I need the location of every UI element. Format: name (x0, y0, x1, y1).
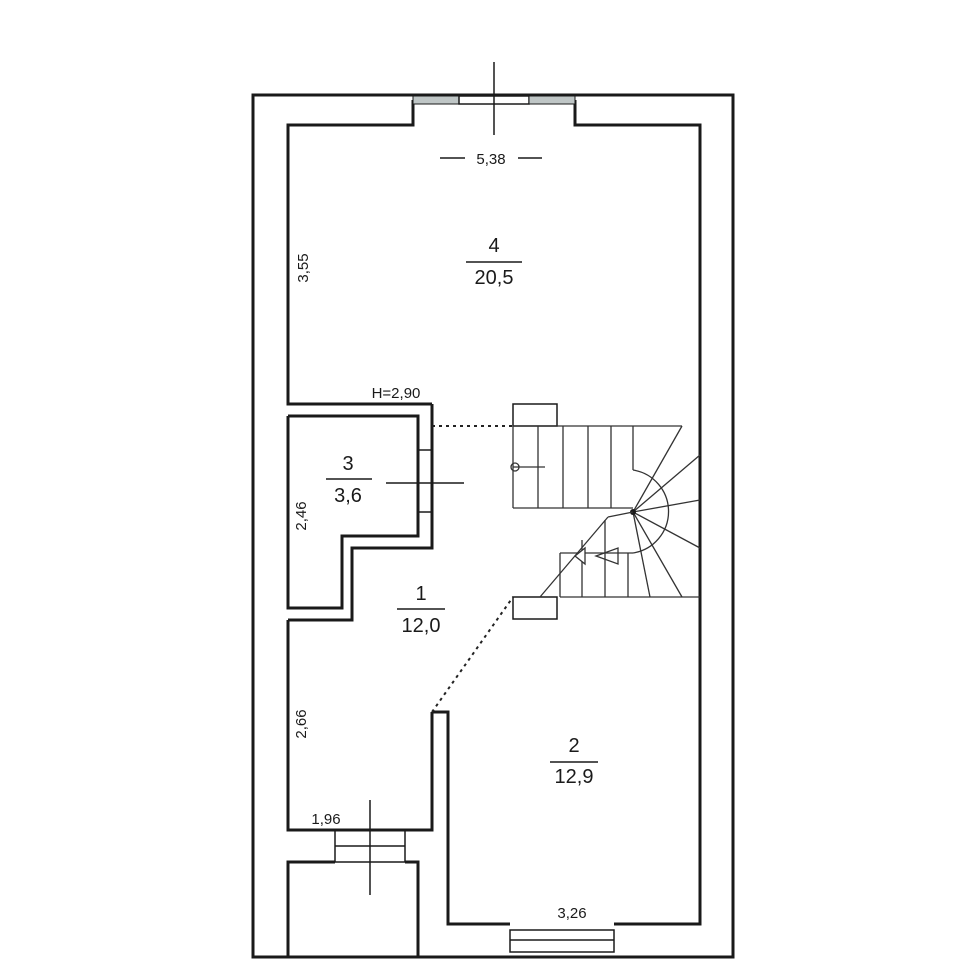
room-4-walls (286, 100, 432, 406)
room-4-number: 4 (488, 235, 499, 257)
dim-room3-depth: 2,46 (293, 501, 310, 530)
room-3-inner (286, 414, 420, 610)
top-window-right (528, 95, 576, 105)
room-1-label: 1 12,0 (397, 583, 445, 637)
room-1-area: 12,0 (402, 615, 441, 637)
dim-room4-depth: 3,55 (295, 253, 312, 282)
room-3-door (417, 449, 433, 513)
bottom-window (509, 929, 615, 953)
top-window-left (412, 95, 460, 105)
staircase (510, 403, 701, 620)
room-1-walls (286, 620, 434, 832)
room-2-walls-right (614, 597, 702, 926)
dim-room2-width: 3,26 (557, 905, 586, 922)
stair-post-bottom (512, 596, 558, 620)
room-1-number: 1 (415, 583, 426, 605)
stair-post-top (512, 403, 558, 427)
room-4-walls-right (573, 100, 702, 597)
room-2-label: 2 12,9 (550, 735, 598, 788)
outer-wall (251, 93, 735, 959)
room-4-area: 20,5 (475, 267, 514, 289)
dim-entry-width: 1,96 (311, 811, 340, 828)
room-2-walls (432, 710, 510, 926)
room-3-number: 3 (342, 453, 353, 475)
room-3-area: 3,6 (334, 485, 362, 507)
dim-room1-depth: 2,66 (293, 709, 310, 738)
dim-ceiling-height: H=2,90 (372, 385, 421, 402)
dim-top-width: 5,38 (476, 151, 505, 168)
room-2-area: 12,9 (555, 766, 594, 788)
room-4-label: 4 20,5 (466, 235, 522, 289)
opening-room2 (431, 596, 514, 713)
room-2-number: 2 (568, 735, 579, 757)
room-3-label: 3 3,6 (326, 453, 372, 507)
utility-walls-right (405, 860, 420, 957)
utility-walls (286, 860, 335, 957)
